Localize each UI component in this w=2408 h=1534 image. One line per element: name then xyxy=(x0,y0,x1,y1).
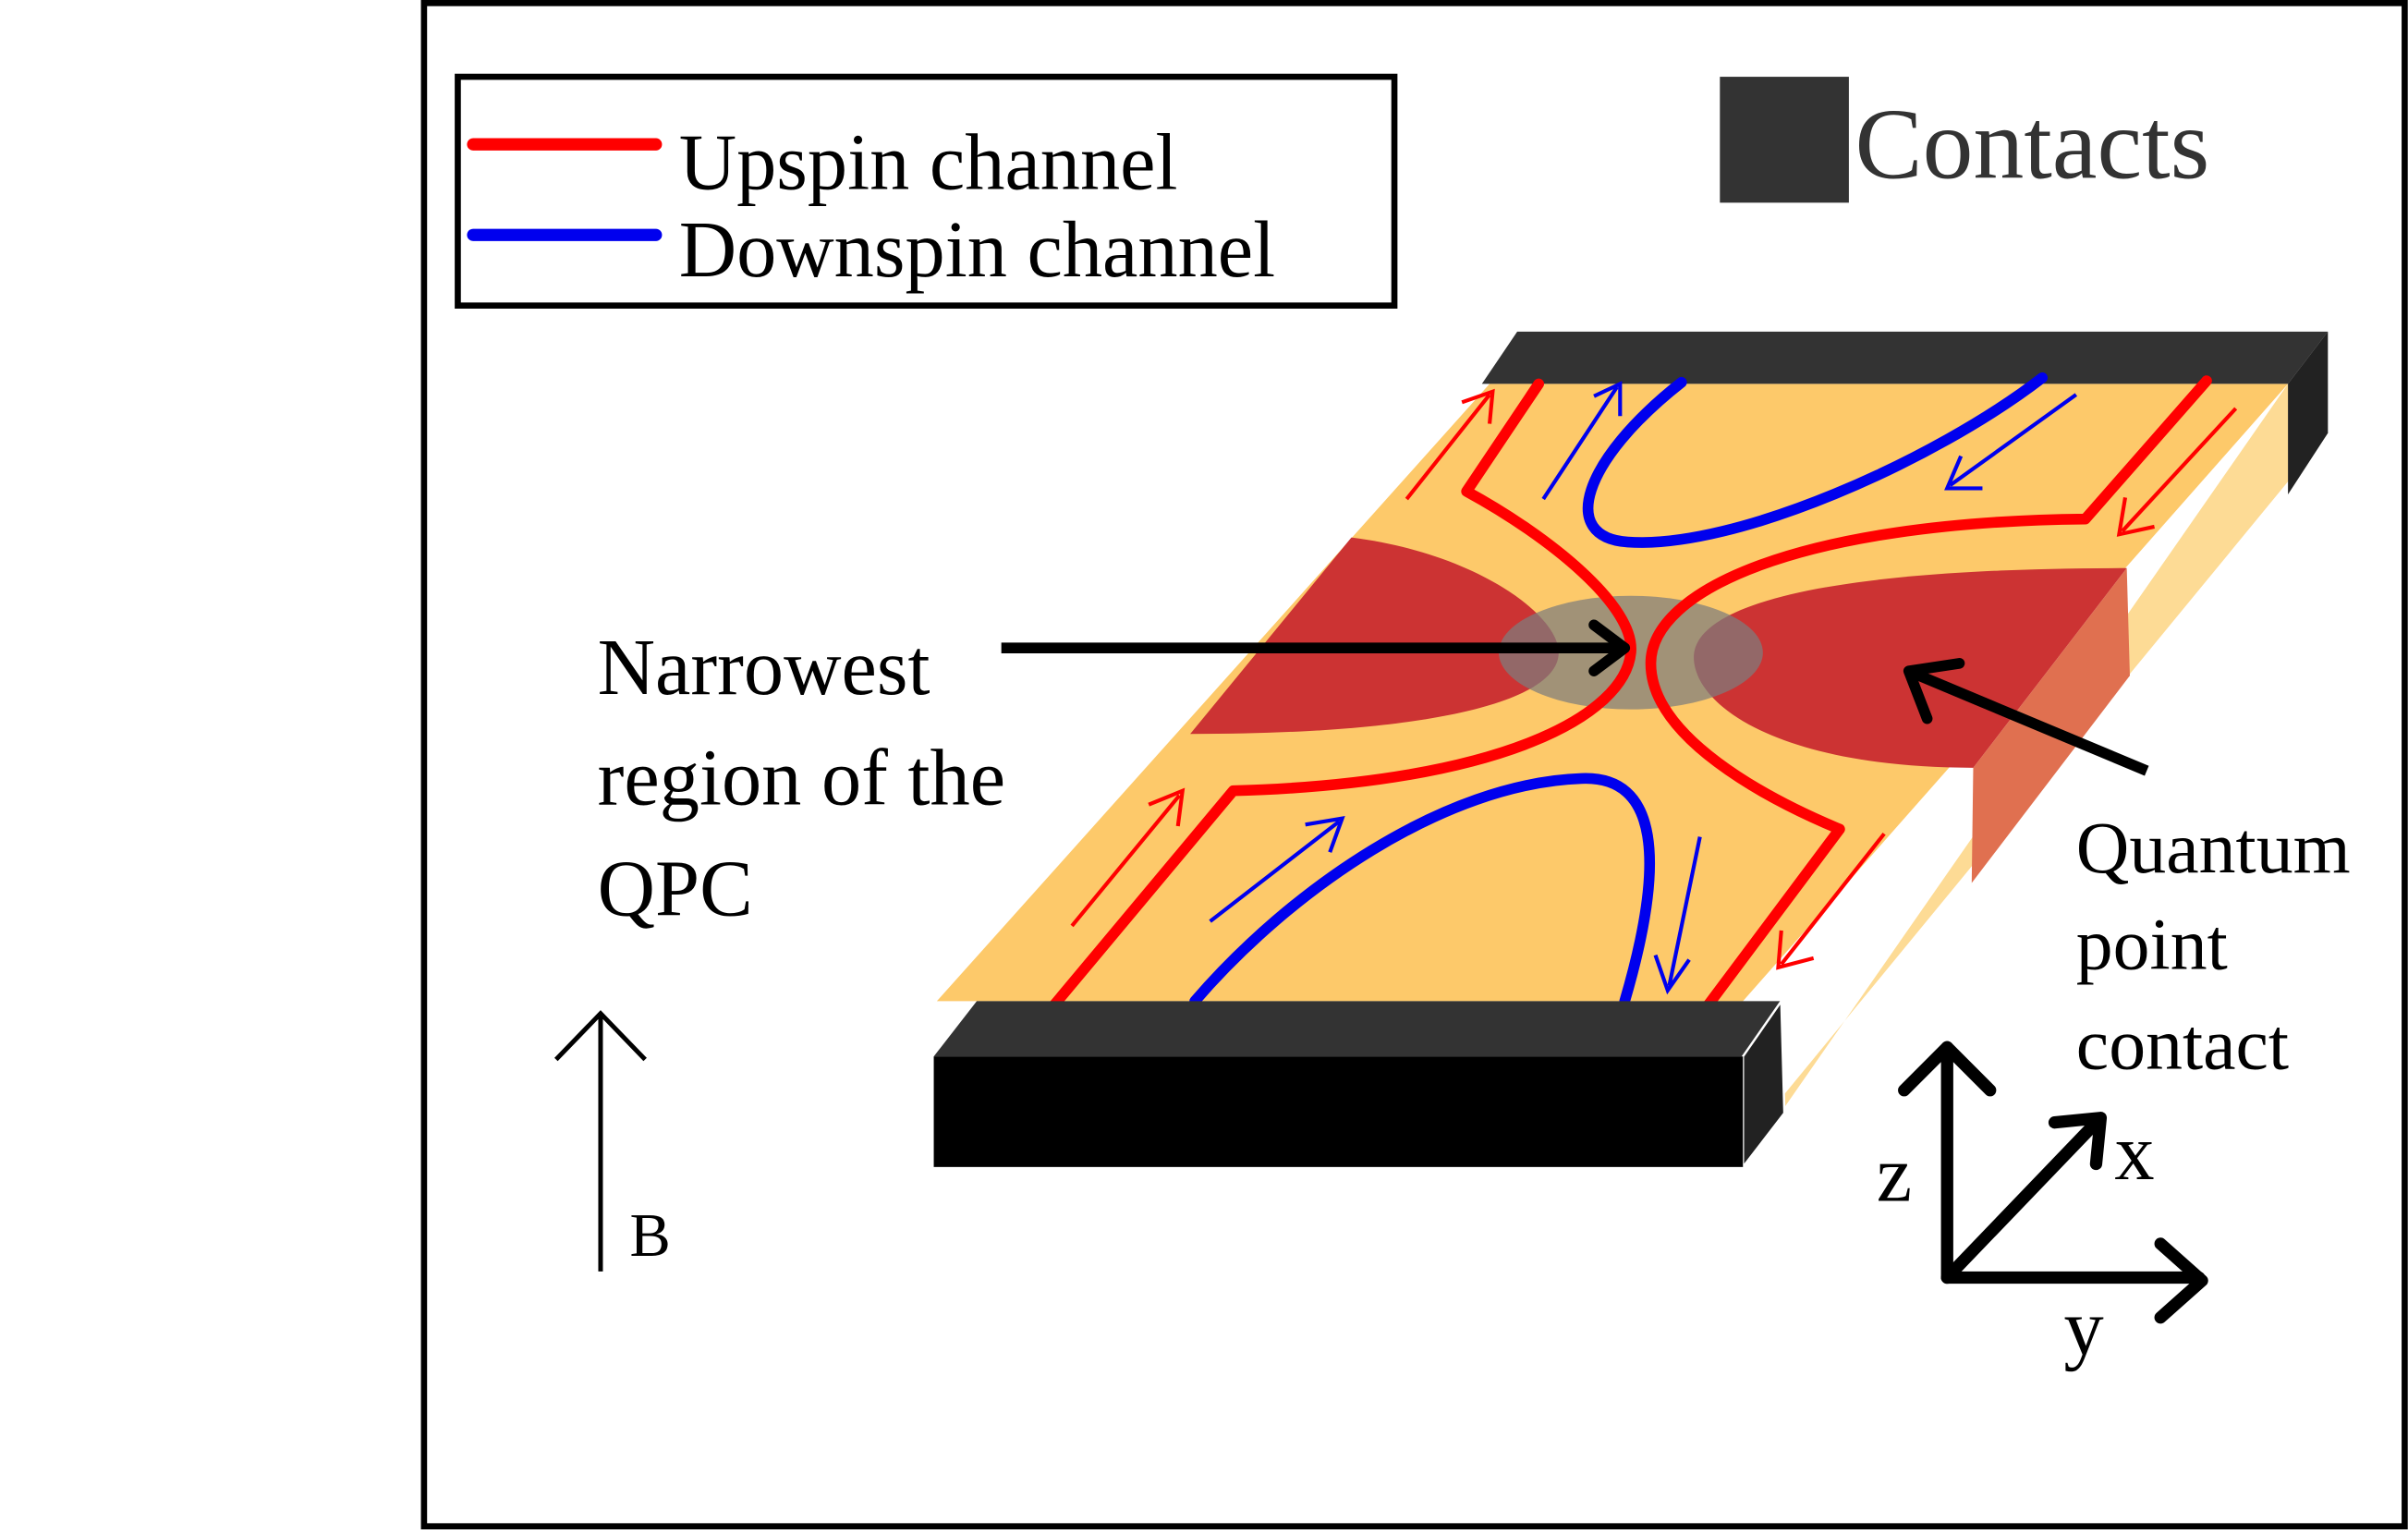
left-gate xyxy=(1190,537,1559,735)
back-contact-side xyxy=(2288,331,2329,495)
qpc-label-line1: Quantum xyxy=(2076,808,2351,889)
downspin-arrow-head xyxy=(1305,816,1345,853)
upspin-arrow xyxy=(1070,794,1182,928)
field-label: B xyxy=(630,1202,671,1270)
contacts-swatch xyxy=(1720,77,1849,203)
downspin-arrow xyxy=(1541,385,1619,501)
upspin-arrow xyxy=(2121,407,2238,533)
front-contact-top xyxy=(933,1001,1782,1057)
x-axis-label: x xyxy=(2114,1108,2154,1197)
downspin-arrow-head xyxy=(1593,381,1623,417)
upspin-arrows xyxy=(1070,388,2238,970)
narrowest-label-line2: region of the xyxy=(598,734,1005,822)
downspin-arrow-head xyxy=(1653,954,1691,995)
qpc-annotation: Quantum point contact xyxy=(1903,658,2351,1086)
x-axis xyxy=(1940,1114,2104,1284)
narrowest-pointer-arrow-head xyxy=(1588,619,1631,676)
downspin-arrow xyxy=(1209,820,1341,923)
downspin-arrow-head xyxy=(1944,455,1983,491)
downspin-upper-edge xyxy=(1582,371,2049,548)
z-axis-head xyxy=(1898,1041,1997,1097)
magnetic-field-indicator: B xyxy=(553,1010,671,1272)
upspin-upper-left-edge xyxy=(1048,378,1636,1012)
contacts-legend-label: Contacts xyxy=(1855,88,2210,201)
upspin-arrow xyxy=(1780,832,1886,966)
front-contact-front xyxy=(933,1056,1744,1167)
upspin-arrow-head xyxy=(1148,787,1186,827)
qpc-label-line3: contact xyxy=(2076,1004,2289,1086)
upspin-arrow-head xyxy=(1776,930,1815,970)
upspin-arrow-head xyxy=(1461,388,1495,424)
narrowest-label-line1: Narrowest xyxy=(598,623,930,712)
qpc-label-line2: point xyxy=(2076,904,2228,985)
back-contact-top xyxy=(1481,331,2329,384)
downspin-lower-edge xyxy=(1189,773,1655,1007)
upspin-right-edge xyxy=(1645,375,2212,1012)
y-axis-label: y xyxy=(2064,1284,2104,1372)
upspin-arrow xyxy=(1405,393,1491,501)
channel-legend: Upspin channel Downspin channel xyxy=(455,73,1398,309)
x-axis-head xyxy=(2048,1112,2108,1171)
downspin-arrows xyxy=(1209,381,2078,995)
qpc-pointer-arrow xyxy=(1909,667,2149,776)
qpc-pointer-arrow-head xyxy=(1903,658,1965,724)
upspin-arrow-head xyxy=(2116,497,2156,537)
downspin-arrow xyxy=(1949,393,2078,487)
upspin-channels xyxy=(1048,375,2212,1012)
downspin-channels xyxy=(1189,371,2049,1007)
legend-box xyxy=(455,73,1398,309)
downspin-arrow xyxy=(1667,836,1702,987)
narrowest-annotation: Narrowest region of the QPC xyxy=(598,619,1631,932)
narrowest-label-line3: QPC xyxy=(598,844,753,932)
downspin-legend-label: Downspin channel xyxy=(679,205,1275,294)
y-axis-head xyxy=(2154,1237,2208,1324)
z-axis-label: z xyxy=(1877,1129,1912,1218)
upspin-legend-label: Upspin channel xyxy=(679,117,1178,206)
contacts-legend: Contacts xyxy=(1720,77,2210,203)
coordinate-axes xyxy=(1898,1041,2208,1324)
field-arrow-head xyxy=(553,1010,647,1062)
